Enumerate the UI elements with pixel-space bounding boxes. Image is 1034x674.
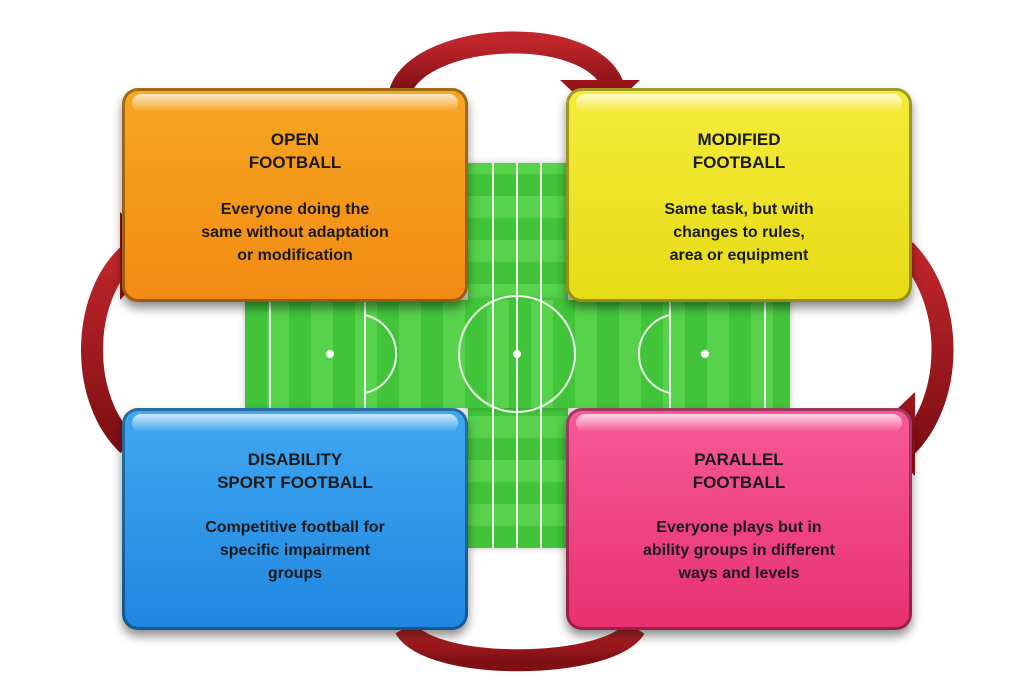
cycle-arrow-bottom-icon xyxy=(395,620,645,672)
open-football-title: OPEN FOOTBALL xyxy=(248,130,342,172)
disability-sport-football-description: Competitive football for specific impair… xyxy=(205,519,385,582)
parallel-football-box: PARALLEL FOOTBALL Everyone plays but in … xyxy=(566,408,912,630)
cycle-arrow-left-icon xyxy=(81,246,136,454)
open-football-description: Everyone doing the same without adaptati… xyxy=(201,201,389,264)
cycle-arrow-right-icon xyxy=(896,242,954,456)
cycle-arrow-top-icon xyxy=(389,31,626,97)
disability-sport-football-box: DISABILITY SPORT FOOTBALL Competitive fo… xyxy=(122,408,468,630)
open-football-box: OPEN FOOTBALL Everyone doing the same wi… xyxy=(122,88,468,302)
modified-football-description: Same task, but with changes to rules, ar… xyxy=(664,201,814,264)
modified-football-box: MODIFIED FOOTBALL Same task, but with ch… xyxy=(566,88,912,302)
modified-football-title: MODIFIED FOOTBALL xyxy=(692,130,786,172)
parallel-football-title: PARALLEL FOOTBALL xyxy=(692,450,786,492)
disability-sport-football-title: DISABILITY SPORT FOOTBALL xyxy=(217,450,373,492)
parallel-football-description: Everyone plays but in ability groups in … xyxy=(642,519,835,582)
